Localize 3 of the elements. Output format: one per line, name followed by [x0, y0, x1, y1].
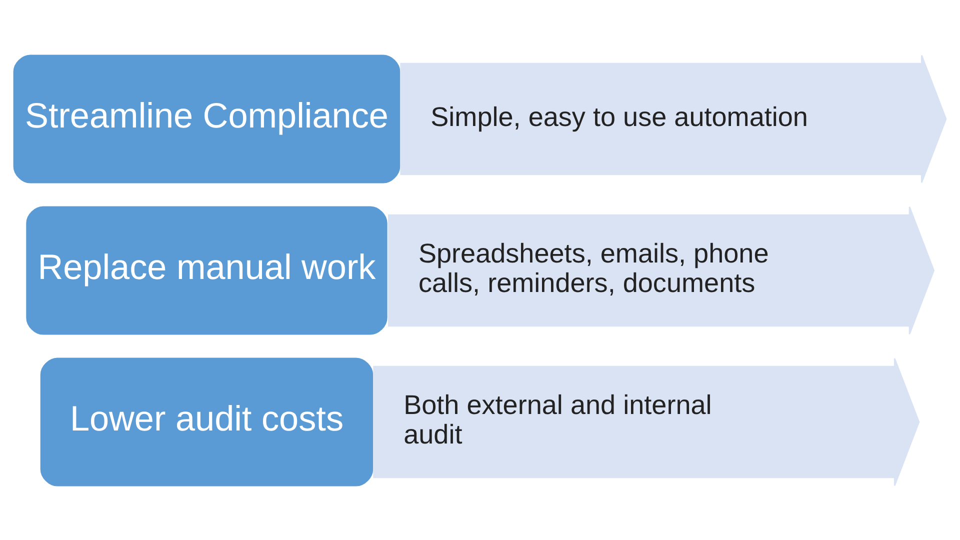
node-box: Lower audit costs: [40, 357, 374, 486]
node-box: Streamline Compliance: [13, 54, 400, 183]
node-box: Replace manual work: [26, 206, 388, 334]
